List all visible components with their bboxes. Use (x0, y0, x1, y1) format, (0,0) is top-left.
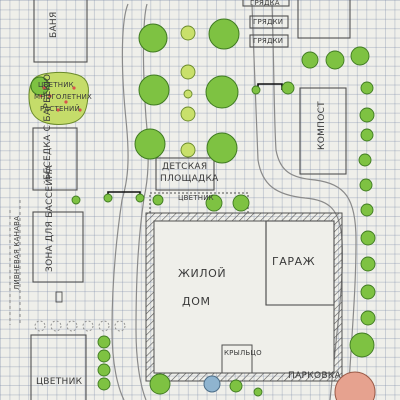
kids-playground-label-line2: площадка (160, 174, 219, 184)
bed-2-label: Грядки (253, 18, 284, 26)
bed-1-label: Грядка (250, 0, 280, 7)
hedge-row-left (34, 320, 126, 332)
young-trees (180, 25, 196, 158)
garage-label: Гараж (272, 255, 316, 268)
bottom-left-flowerbed-outline (30, 334, 87, 400)
gazebo-outline (32, 127, 78, 191)
flowerbed-shrubs (71, 193, 263, 397)
parking-circle (334, 371, 376, 400)
gate-bar-2 (257, 83, 283, 90)
compost-label: Компост (317, 101, 327, 150)
perennials-label-line1: Цветник (38, 81, 74, 89)
house-label-line2: дом (182, 295, 211, 308)
pool-ladder (55, 291, 63, 303)
tree-in-flowerbed (30, 76, 50, 96)
kids-playground-label-line1: Детская (162, 162, 208, 172)
porch-outline (221, 344, 253, 374)
drainage-ditch-label: Ливневая канава (13, 215, 21, 290)
bed-3-outline (249, 34, 289, 48)
perennials-label-line2: многолетних (34, 93, 93, 101)
perennials-label-line3: растений (40, 105, 80, 113)
pool-zone-label: Зона для бассейна (45, 165, 55, 272)
garage-outline (265, 220, 335, 306)
bed-1-outline (242, 0, 290, 7)
bed-2-outline (249, 15, 289, 29)
porch-label: Крыльцо (224, 349, 262, 357)
banya-outline (33, 0, 88, 63)
right-shrubs (251, 46, 376, 358)
compost-box-outline (299, 87, 347, 175)
blue-decor-circle (203, 375, 221, 393)
garden-path-outer (111, 3, 129, 400)
parking-label: Парковка (288, 371, 341, 381)
bed-3-label: Грядки (253, 37, 284, 45)
kids-playground-outline (155, 157, 215, 191)
small-flowerbed-label: Цветник (178, 194, 214, 202)
bed-4-outline (297, 0, 351, 39)
pool-zone-outline (32, 211, 84, 283)
right-path-right-edge (271, 3, 357, 400)
house-label-line1: Жилой (178, 267, 227, 280)
bottom-left-flowerbed-label: Цветник (36, 377, 83, 387)
banya-label: Баня (49, 11, 59, 38)
orchard-trees (134, 18, 240, 164)
red-flower-dots (39, 86, 82, 112)
